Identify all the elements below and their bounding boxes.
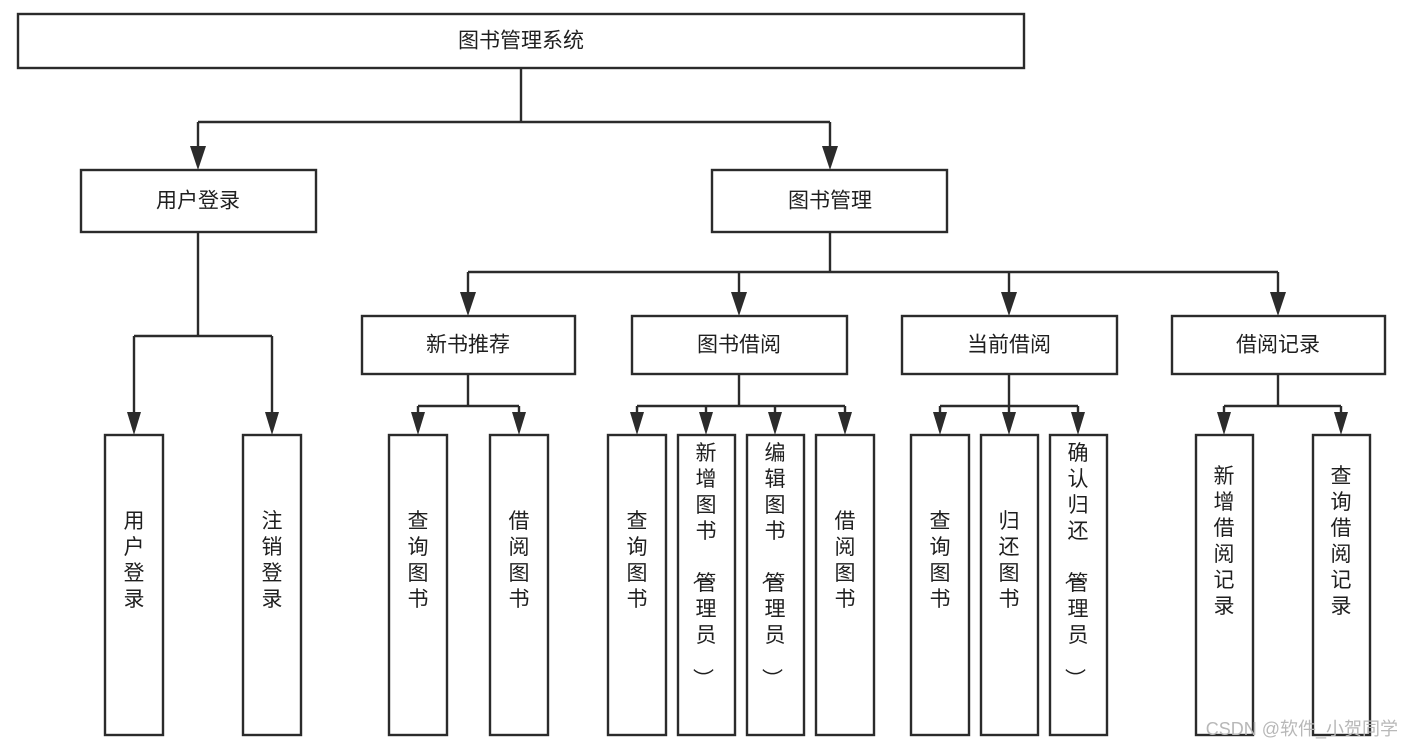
leaf-node[interactable]: 注销登录	[241, 433, 303, 737]
node-label-user-login: 用户登录	[156, 190, 240, 213]
connector-group-current-borrow	[933, 374, 1085, 435]
leaf-label-new-book-1: 查询图书	[408, 510, 429, 611]
arrow-head-leaf-borrow-record-1	[1217, 412, 1231, 435]
arrow-head-new-book	[460, 292, 476, 316]
arrow-head-leaf-current-borrow-2	[1002, 412, 1016, 435]
arrow-head-borrow-record	[1270, 292, 1286, 316]
leaf-box-book-borrow-2	[676, 433, 737, 737]
node-label-borrow-record: 借阅记录	[1236, 334, 1320, 357]
leaf-box-current-borrow-2	[979, 433, 1040, 737]
connector-group-new-book	[411, 374, 526, 435]
leaf-label-current-borrow-3: 确认归还（管理员）	[1063, 442, 1089, 689]
node-label-book-borrow: 图书借阅	[697, 334, 781, 357]
arrow-head-leaf-borrow-record-2	[1334, 412, 1348, 435]
node-label-new-book-recommend: 新书推荐	[426, 334, 510, 357]
node-label-book-management: 图书管理	[788, 190, 872, 213]
leaf-label-current-borrow-2: 归还图书	[999, 510, 1020, 611]
arrow-head-user-login	[190, 146, 206, 170]
node-box-book-borrow	[630, 314, 849, 376]
connector-group-book-borrow	[630, 374, 852, 435]
node-label-root: 图书管理系统	[458, 30, 584, 53]
leaf-node[interactable]: 查询图书	[909, 433, 971, 737]
leaf-node[interactable]: 新增图书（管理员）	[676, 433, 737, 737]
leaf-box-borrow-record-1	[1194, 433, 1255, 737]
leaf-box-book-borrow-4	[814, 433, 876, 737]
leaf-box-new-book-2	[488, 433, 550, 737]
leaf-label-new-book-2: 借阅图书	[509, 510, 530, 611]
arrow-head-current-borrow	[1001, 292, 1017, 316]
node-box-new-book-recommend	[360, 314, 577, 376]
node-book-management-system[interactable]: 图书管理系统	[16, 12, 1026, 70]
leaf-box-user-login-2	[241, 433, 303, 737]
leaf-node[interactable]: 用户登录	[103, 433, 165, 737]
arrow-head-leaf-current-borrow-3	[1071, 412, 1085, 435]
leaf-label-borrow-record-1: 新增借阅记录	[1214, 465, 1235, 618]
arrow-head-leaf-current-borrow-1	[933, 412, 947, 435]
leaf-label-book-borrow-4: 借阅图书	[835, 510, 856, 611]
csdn-watermark: CSDN @软件_小贺同学	[1206, 719, 1398, 740]
leaf-box-book-borrow-1	[606, 433, 668, 737]
arrow-head-leaf-book-borrow-4	[838, 412, 852, 435]
connector-group-user-login	[127, 232, 279, 435]
arrow-head-book-mgmt	[822, 146, 838, 170]
node-label-current-borrow: 当前借阅	[967, 334, 1051, 357]
leaf-box-book-borrow-3	[745, 433, 806, 737]
leaf-node[interactable]: 查询借阅记录	[1311, 433, 1372, 737]
arrow-head-leaf-new-book-1	[411, 412, 425, 435]
node-book-management[interactable]: 图书管理	[710, 168, 949, 234]
leaf-node[interactable]: 确认归还（管理员）	[1048, 433, 1109, 737]
leaf-label-user-login-2: 注销登录	[262, 510, 283, 611]
node-book-borrow[interactable]: 图书借阅	[630, 314, 849, 376]
leaf-label-book-borrow-1: 查询图书	[627, 510, 648, 611]
leaf-node[interactable]: 归还图书	[979, 433, 1040, 737]
leaf-box-current-borrow-1	[909, 433, 971, 737]
node-box-current-borrow	[900, 314, 1119, 376]
node-current-borrow[interactable]: 当前借阅	[900, 314, 1119, 376]
node-user-login[interactable]: 用户登录	[79, 168, 318, 234]
leaf-node[interactable]: 查询图书	[606, 433, 668, 737]
node-box-user-login	[79, 168, 318, 234]
leaf-node[interactable]: 编辑图书（管理员）	[745, 433, 806, 737]
arrow-head-leaf-book-borrow-2	[699, 412, 713, 435]
connector-group-book-mgmt	[460, 232, 1286, 316]
leaf-box-user-login-1	[103, 433, 165, 737]
leaf-node[interactable]: 借阅图书	[488, 433, 550, 737]
arrow-head-leaf-new-book-2	[512, 412, 526, 435]
leaf-node[interactable]: 新增借阅记录	[1194, 433, 1255, 737]
leaf-label-book-borrow-2: 新增图书（管理员）	[691, 442, 717, 689]
leaf-label-borrow-record-2: 查询借阅记录	[1331, 465, 1352, 618]
node-new-book-recommend[interactable]: 新书推荐	[360, 314, 577, 376]
leaf-label-book-borrow-3: 编辑图书（管理员）	[760, 442, 786, 689]
node-borrow-record[interactable]: 借阅记录	[1170, 314, 1387, 376]
leaf-box-current-borrow-3	[1048, 433, 1109, 737]
node-box-root	[16, 12, 1026, 70]
node-box-book-management	[710, 168, 949, 234]
arrow-head-leaf-user-login-2	[265, 412, 279, 435]
leaf-node[interactable]: 查询图书	[387, 433, 449, 737]
leaf-box-borrow-record-2	[1311, 433, 1372, 737]
arrow-head-leaf-user-login-1	[127, 412, 141, 435]
arrow-head-leaf-book-borrow-3	[768, 412, 782, 435]
leaf-label-current-borrow-1: 查询图书	[930, 510, 951, 611]
leaf-label-user-login-1: 用户登录	[124, 510, 145, 611]
arrow-head-leaf-book-borrow-1	[630, 412, 644, 435]
connector-group-root	[190, 68, 838, 170]
node-box-borrow-record	[1170, 314, 1387, 376]
connector-group-borrow-record	[1217, 374, 1348, 435]
arrow-head-book-borrow	[731, 292, 747, 316]
leaf-node[interactable]: 借阅图书	[814, 433, 876, 737]
leaf-box-new-book-1	[387, 433, 449, 737]
